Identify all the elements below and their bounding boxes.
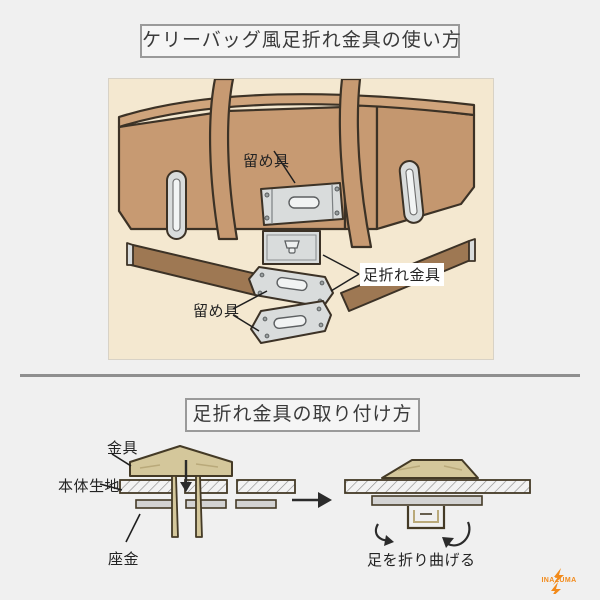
section-title-usage: ケリーバッグ風足折れ金具の使い方 [140, 24, 461, 58]
label-fastener-lower: 留め具 [193, 303, 240, 320]
fastener-plate-angled-2 [250, 300, 332, 344]
label-leg-fold-hardware: 足折れ金具 [360, 263, 444, 286]
diagram-step-2 [344, 459, 531, 548]
section-divider [20, 374, 580, 377]
bag-handle-left [208, 79, 239, 241]
leader-lines [232, 150, 360, 332]
section-title-installation: 足折れ金具の取り付け方 [185, 398, 420, 432]
label-fastener-upper: 留め具 [243, 153, 290, 170]
installation-diagram [0, 432, 600, 582]
lightning-bolt-icon [551, 568, 564, 594]
fastener-plate-main [260, 182, 344, 226]
label-hardware: 金具 [107, 440, 139, 457]
inazuma-logo: INAZUMA [528, 568, 590, 594]
label-washer: 座金 [108, 551, 140, 568]
bag-illustration-svg [117, 79, 476, 344]
strap-left [126, 242, 262, 296]
diagram-leader-lines [99, 453, 141, 543]
label-bend-legs: 足を折り曲げる [367, 552, 476, 569]
step-arrow [292, 492, 332, 508]
bag-illustration-panel [108, 78, 494, 360]
logo-wordmark: INAZUMA [541, 577, 577, 584]
bag-slot-left [166, 170, 187, 240]
label-body-fabric: 本体生地 [58, 478, 121, 495]
push-down-arrow [180, 460, 192, 492]
diagram-step-1 [119, 445, 296, 538]
bag-handle-right [338, 79, 373, 249]
bag-slot-right [398, 160, 425, 224]
leg-fold-hardware-box [262, 230, 321, 265]
installation-diagram-svg [99, 445, 531, 548]
